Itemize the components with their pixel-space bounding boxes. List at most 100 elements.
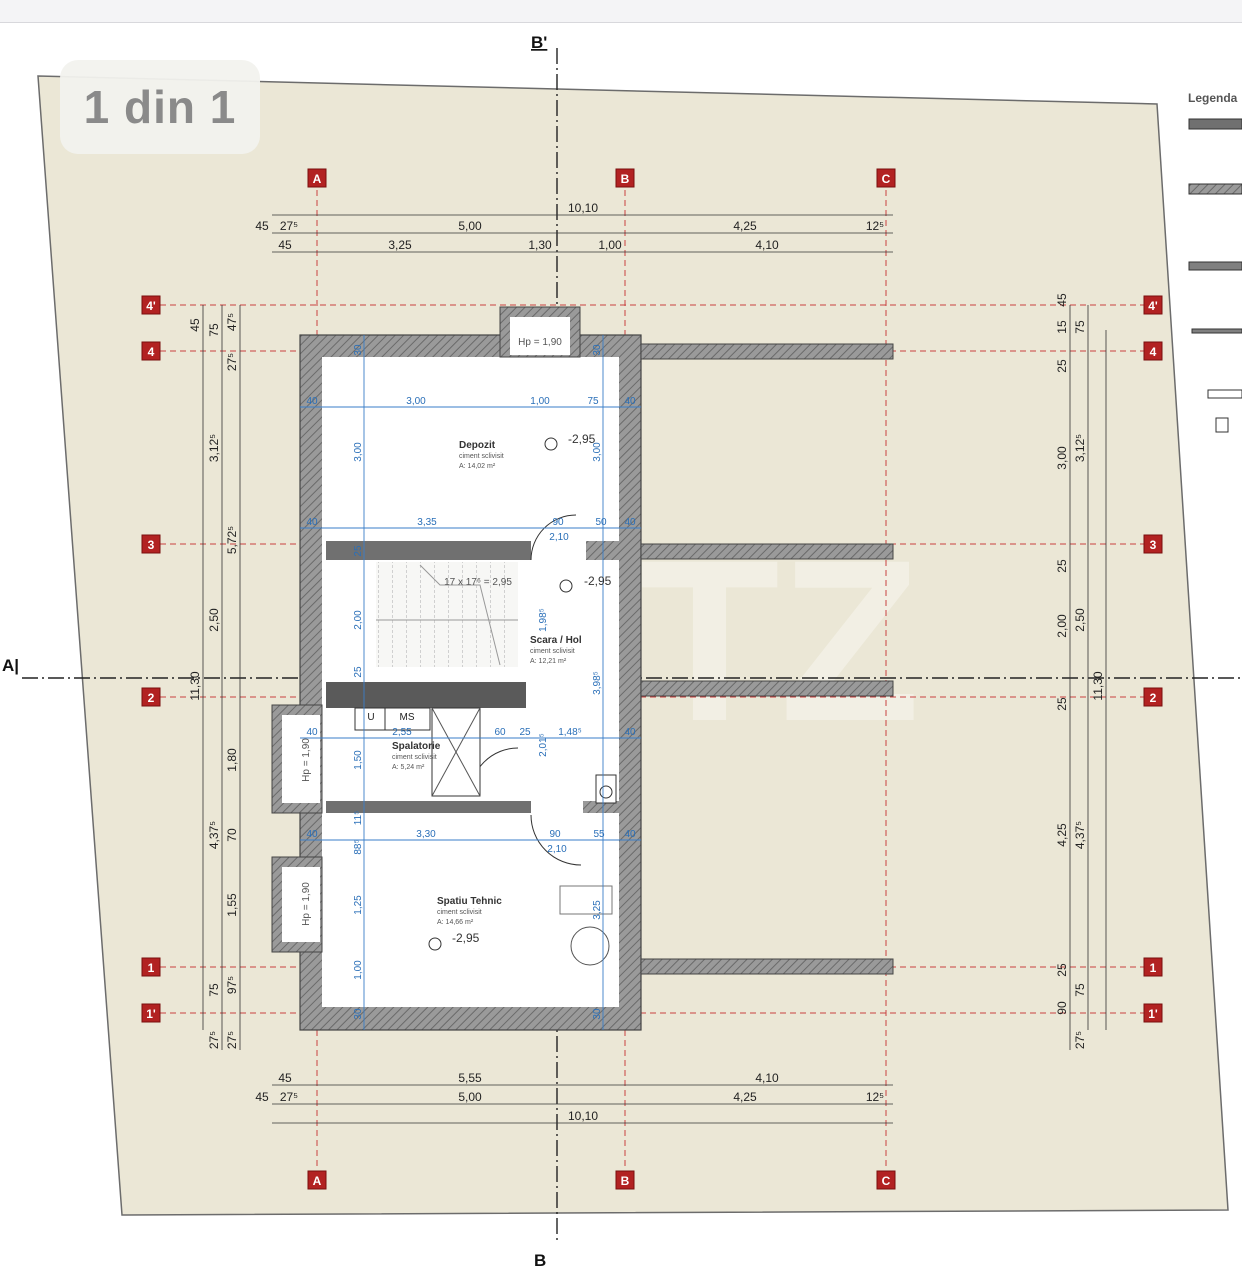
dimension-label: 25	[1055, 559, 1069, 573]
interior-dimension-label: 3,30	[416, 829, 436, 840]
dimension-label: 2,50	[207, 608, 221, 632]
dimension-label: 45	[278, 1071, 292, 1085]
dimension-label: 27⁵	[225, 353, 239, 371]
interior-dimension-label: 3,98⁵	[592, 671, 603, 695]
dimension-label: 27⁵	[280, 1090, 298, 1104]
section-b-top: B'	[531, 33, 547, 52]
axis-badge-left-3: 2	[141, 687, 161, 707]
dimension-label: 11,30	[188, 671, 202, 700]
dimension-label: 25	[1055, 359, 1069, 373]
interior-dimension-label: 25	[353, 666, 364, 678]
svg-text:Scara / Hol: Scara / Hol	[530, 635, 582, 646]
dimension-label: 3,00	[1055, 446, 1069, 470]
legend	[1188, 118, 1242, 433]
svg-text:ciment sclivisit: ciment sclivisit	[437, 909, 482, 916]
axis-badge-left-0: 4'	[141, 295, 161, 315]
svg-text:ciment sclivisit: ciment sclivisit	[530, 648, 575, 655]
svg-text:3: 3	[148, 538, 155, 552]
interior-dimension-label: 1,00	[530, 396, 550, 407]
dimension-label: 47⁵	[225, 313, 239, 331]
interior-dimension-label: Hp = 1,90	[301, 738, 312, 782]
axis-badge-left-4: 1	[141, 957, 161, 977]
dimension-label: 12⁵	[866, 219, 884, 233]
dimension-label: 10,10	[568, 201, 598, 215]
interior-dimension-label: 3,00	[406, 396, 426, 407]
svg-text:ciment sclivisit: ciment sclivisit	[459, 453, 504, 460]
dimension-label: 4,10	[755, 1071, 779, 1085]
dimension-label: 15	[1055, 320, 1069, 334]
interior-dimension-label: 40	[624, 727, 636, 738]
interior-dimension-label: 11⁵	[353, 811, 364, 826]
svg-text:B: B	[621, 1174, 630, 1188]
interior-dimension-label: 1,48⁵	[558, 727, 582, 738]
svg-text:-2,95: -2,95	[452, 931, 480, 945]
interior-dimension-label: 1,50	[353, 750, 364, 770]
fixture-label: U	[367, 712, 374, 723]
interior-dimension-label: 40	[624, 517, 636, 528]
svg-text:A: 12,21 m²: A: 12,21 m²	[530, 658, 567, 665]
dimension-label: 3,12⁵	[207, 434, 221, 462]
svg-text:4: 4	[1150, 345, 1157, 359]
interior-dimension-label: 40	[306, 727, 318, 738]
dimension-label: 1,55	[225, 893, 239, 917]
dimension-label: 5,00	[458, 1090, 482, 1104]
dimension-label: 25	[1055, 963, 1069, 977]
interior-dimension-label: 1,00	[353, 960, 364, 980]
interior-dimension-label: 2,10	[549, 532, 569, 543]
dimension-label: 45	[255, 219, 269, 233]
interior-dimension-label: 30	[353, 344, 364, 356]
axis-badge-right-4: 1	[1143, 957, 1163, 977]
svg-text:4': 4'	[146, 299, 156, 313]
axis-badge-right-5: 1'	[1143, 1003, 1163, 1023]
interior-dimension-label: 55	[593, 829, 605, 840]
dimension-label: 1,30	[528, 238, 552, 252]
axis-badge-right-1: 4	[1143, 341, 1163, 361]
section-a-left: A|	[2, 656, 19, 675]
interior-dimension-label: 88⁵	[353, 839, 364, 854]
dimension-label: 25	[1055, 697, 1069, 711]
interior-dimension-label: 3,00	[592, 442, 603, 462]
axis-badge-top-A: A	[307, 168, 327, 188]
interior-dimension-label: 25	[353, 545, 364, 557]
interior-dimension-label: 2,55	[392, 727, 412, 738]
interior-dimension-label: 90	[552, 517, 564, 528]
axis-badge-bottom-C: C	[876, 1170, 896, 1190]
interior-dimension-label: 90	[549, 829, 561, 840]
interior-dimension-label: 30	[592, 1008, 603, 1020]
svg-text:B: B	[621, 172, 630, 186]
svg-text:ciment sclivisit: ciment sclivisit	[392, 754, 437, 761]
axis-badge-bottom-A: A	[307, 1170, 327, 1190]
svg-text:3: 3	[1150, 538, 1157, 552]
dimension-label: 5,55	[458, 1071, 482, 1085]
axis-badge-top-C: C	[876, 168, 896, 188]
dimension-label: 45	[278, 238, 292, 252]
dimension-label: 3,12⁵	[1073, 434, 1087, 462]
level-markers	[428, 437, 573, 951]
interior-dimension-label: 60	[494, 727, 506, 738]
svg-text:1: 1	[1150, 961, 1157, 975]
staircase	[376, 562, 518, 667]
dimension-label: 70	[225, 828, 239, 842]
dimension-label: 75	[1073, 320, 1087, 334]
dimension-label: 75	[207, 983, 221, 997]
dimension-label: 27⁵	[280, 219, 298, 233]
dimension-label: 97⁵	[225, 976, 239, 994]
dimension-label: 4,10	[755, 238, 779, 252]
dimension-label: 2,50	[1073, 608, 1087, 632]
page-counter: 1 din 1	[60, 60, 260, 154]
interior-dimension-label: 17 x 17⁶ = 2,95	[444, 577, 512, 588]
axis-badge-bottom-B: B	[615, 1170, 635, 1190]
dimension-label: 5,72⁵	[225, 526, 239, 554]
dimension-label: 11,30	[1091, 671, 1105, 700]
dimension-label: 12⁵	[866, 1090, 884, 1104]
viewer-toolbar	[0, 0, 1242, 23]
dimension-label: 45	[1055, 293, 1069, 307]
dimension-label: 90	[1055, 1001, 1069, 1015]
axis-badge-right-2: 3	[1143, 534, 1163, 554]
interior-dimension-label: Hp = 1,90	[301, 882, 312, 926]
axis-badge-right-0: 4'	[1143, 295, 1163, 315]
